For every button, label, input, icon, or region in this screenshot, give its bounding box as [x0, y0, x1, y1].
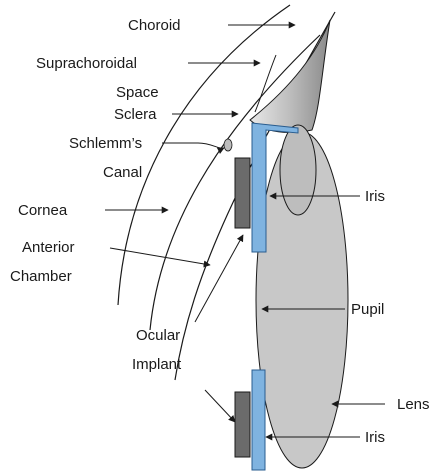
label-suprachoroidal-line2: Space	[116, 84, 159, 101]
label-anterior-line2: Chamber	[10, 268, 72, 285]
label-lens: Lens	[397, 396, 430, 413]
label-schlemm-line2: Canal	[103, 164, 142, 181]
iris-upper	[280, 125, 316, 215]
label-ocular-line1: Ocular	[136, 327, 180, 344]
label-sclera: Sclera	[114, 106, 157, 123]
label-iris-bottom: Iris	[365, 429, 385, 446]
schlemms-canal	[224, 139, 232, 151]
label-choroid: Choroid	[128, 17, 181, 34]
label-iris-top: Iris	[365, 188, 385, 205]
label-pupil: Pupil	[351, 301, 384, 318]
pointer-anterior-chamber	[110, 248, 210, 265]
label-anterior-line1: Anterior	[22, 239, 75, 256]
label-ocular-line2: Implant	[132, 356, 182, 373]
pointer-schlemms-canal	[162, 143, 224, 148]
pointer-implant-upper	[195, 235, 243, 322]
implant-lower	[252, 370, 265, 470]
pointer-implant-lower	[205, 390, 235, 422]
label-suprachoroidal-line1: Suprachoroidal	[36, 55, 137, 72]
implant-lower-dark-block	[235, 392, 250, 457]
label-schlemm-line1: Schlemm’s	[69, 135, 142, 152]
implant-upper-dark-block	[235, 158, 250, 228]
label-cornea: Cornea	[18, 202, 68, 219]
